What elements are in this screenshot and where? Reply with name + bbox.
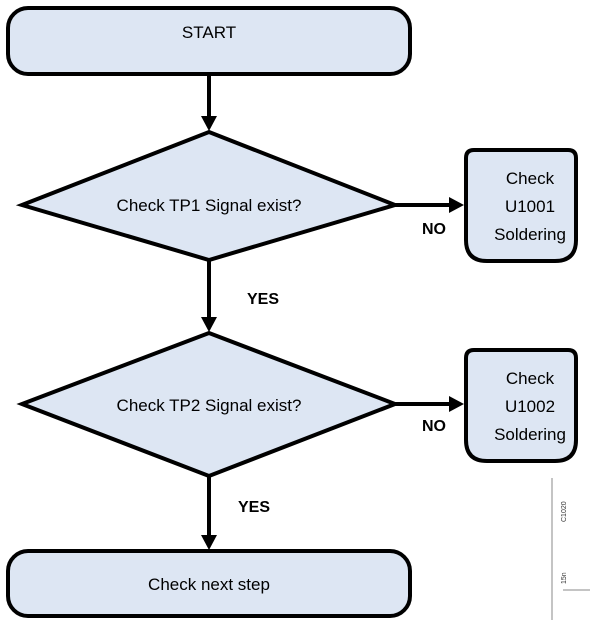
- edge-label-tp2-no: NO: [422, 418, 446, 435]
- connectors: [201, 74, 464, 550]
- next-step-node: Check next step: [6, 549, 412, 618]
- action-u1002-node: Check U1002 Soldering: [464, 348, 578, 463]
- decision-tp2-node: Check TP2 Signal exist?: [16, 330, 401, 479]
- action-u1001-node: Check U1001 Soldering: [464, 148, 578, 263]
- next-step-label: Check next step: [148, 575, 270, 594]
- decision-tp1-label: Check TP1 Signal exist?: [117, 196, 302, 215]
- action-u1001-line-3: Soldering: [494, 225, 566, 244]
- action-u1001-line-1: Check: [506, 169, 555, 188]
- arrowhead-start-to-tp1: [201, 116, 217, 131]
- fragment-label-15n: 15n: [561, 572, 568, 584]
- action-u1002-line-3: Soldering: [494, 425, 566, 444]
- action-u1001-line-2: U1001: [505, 197, 555, 216]
- schematic-fragment: C1020 15n: [551, 478, 590, 620]
- fragment-label-c1020: C1020: [561, 501, 568, 522]
- arrowhead-tp1-yes: [201, 317, 217, 332]
- arrowhead-tp2-no: [449, 396, 464, 412]
- decision-tp2-label: Check TP2 Signal exist?: [117, 396, 302, 415]
- edge-label-tp1-no: NO: [422, 221, 446, 238]
- edge-label-tp2-yes: YES: [238, 499, 270, 516]
- start-node: START: [6, 6, 412, 76]
- arrowhead-tp2-yes: [201, 535, 217, 550]
- decision-tp1-node: Check TP1 Signal exist?: [15, 129, 402, 263]
- edge-label-tp1-yes: YES: [247, 291, 279, 308]
- arrowhead-tp1-no: [449, 197, 464, 213]
- start-label: START: [182, 23, 236, 42]
- action-u1002-line-2: U1002: [505, 397, 555, 416]
- action-u1002-line-1: Check: [506, 369, 555, 388]
